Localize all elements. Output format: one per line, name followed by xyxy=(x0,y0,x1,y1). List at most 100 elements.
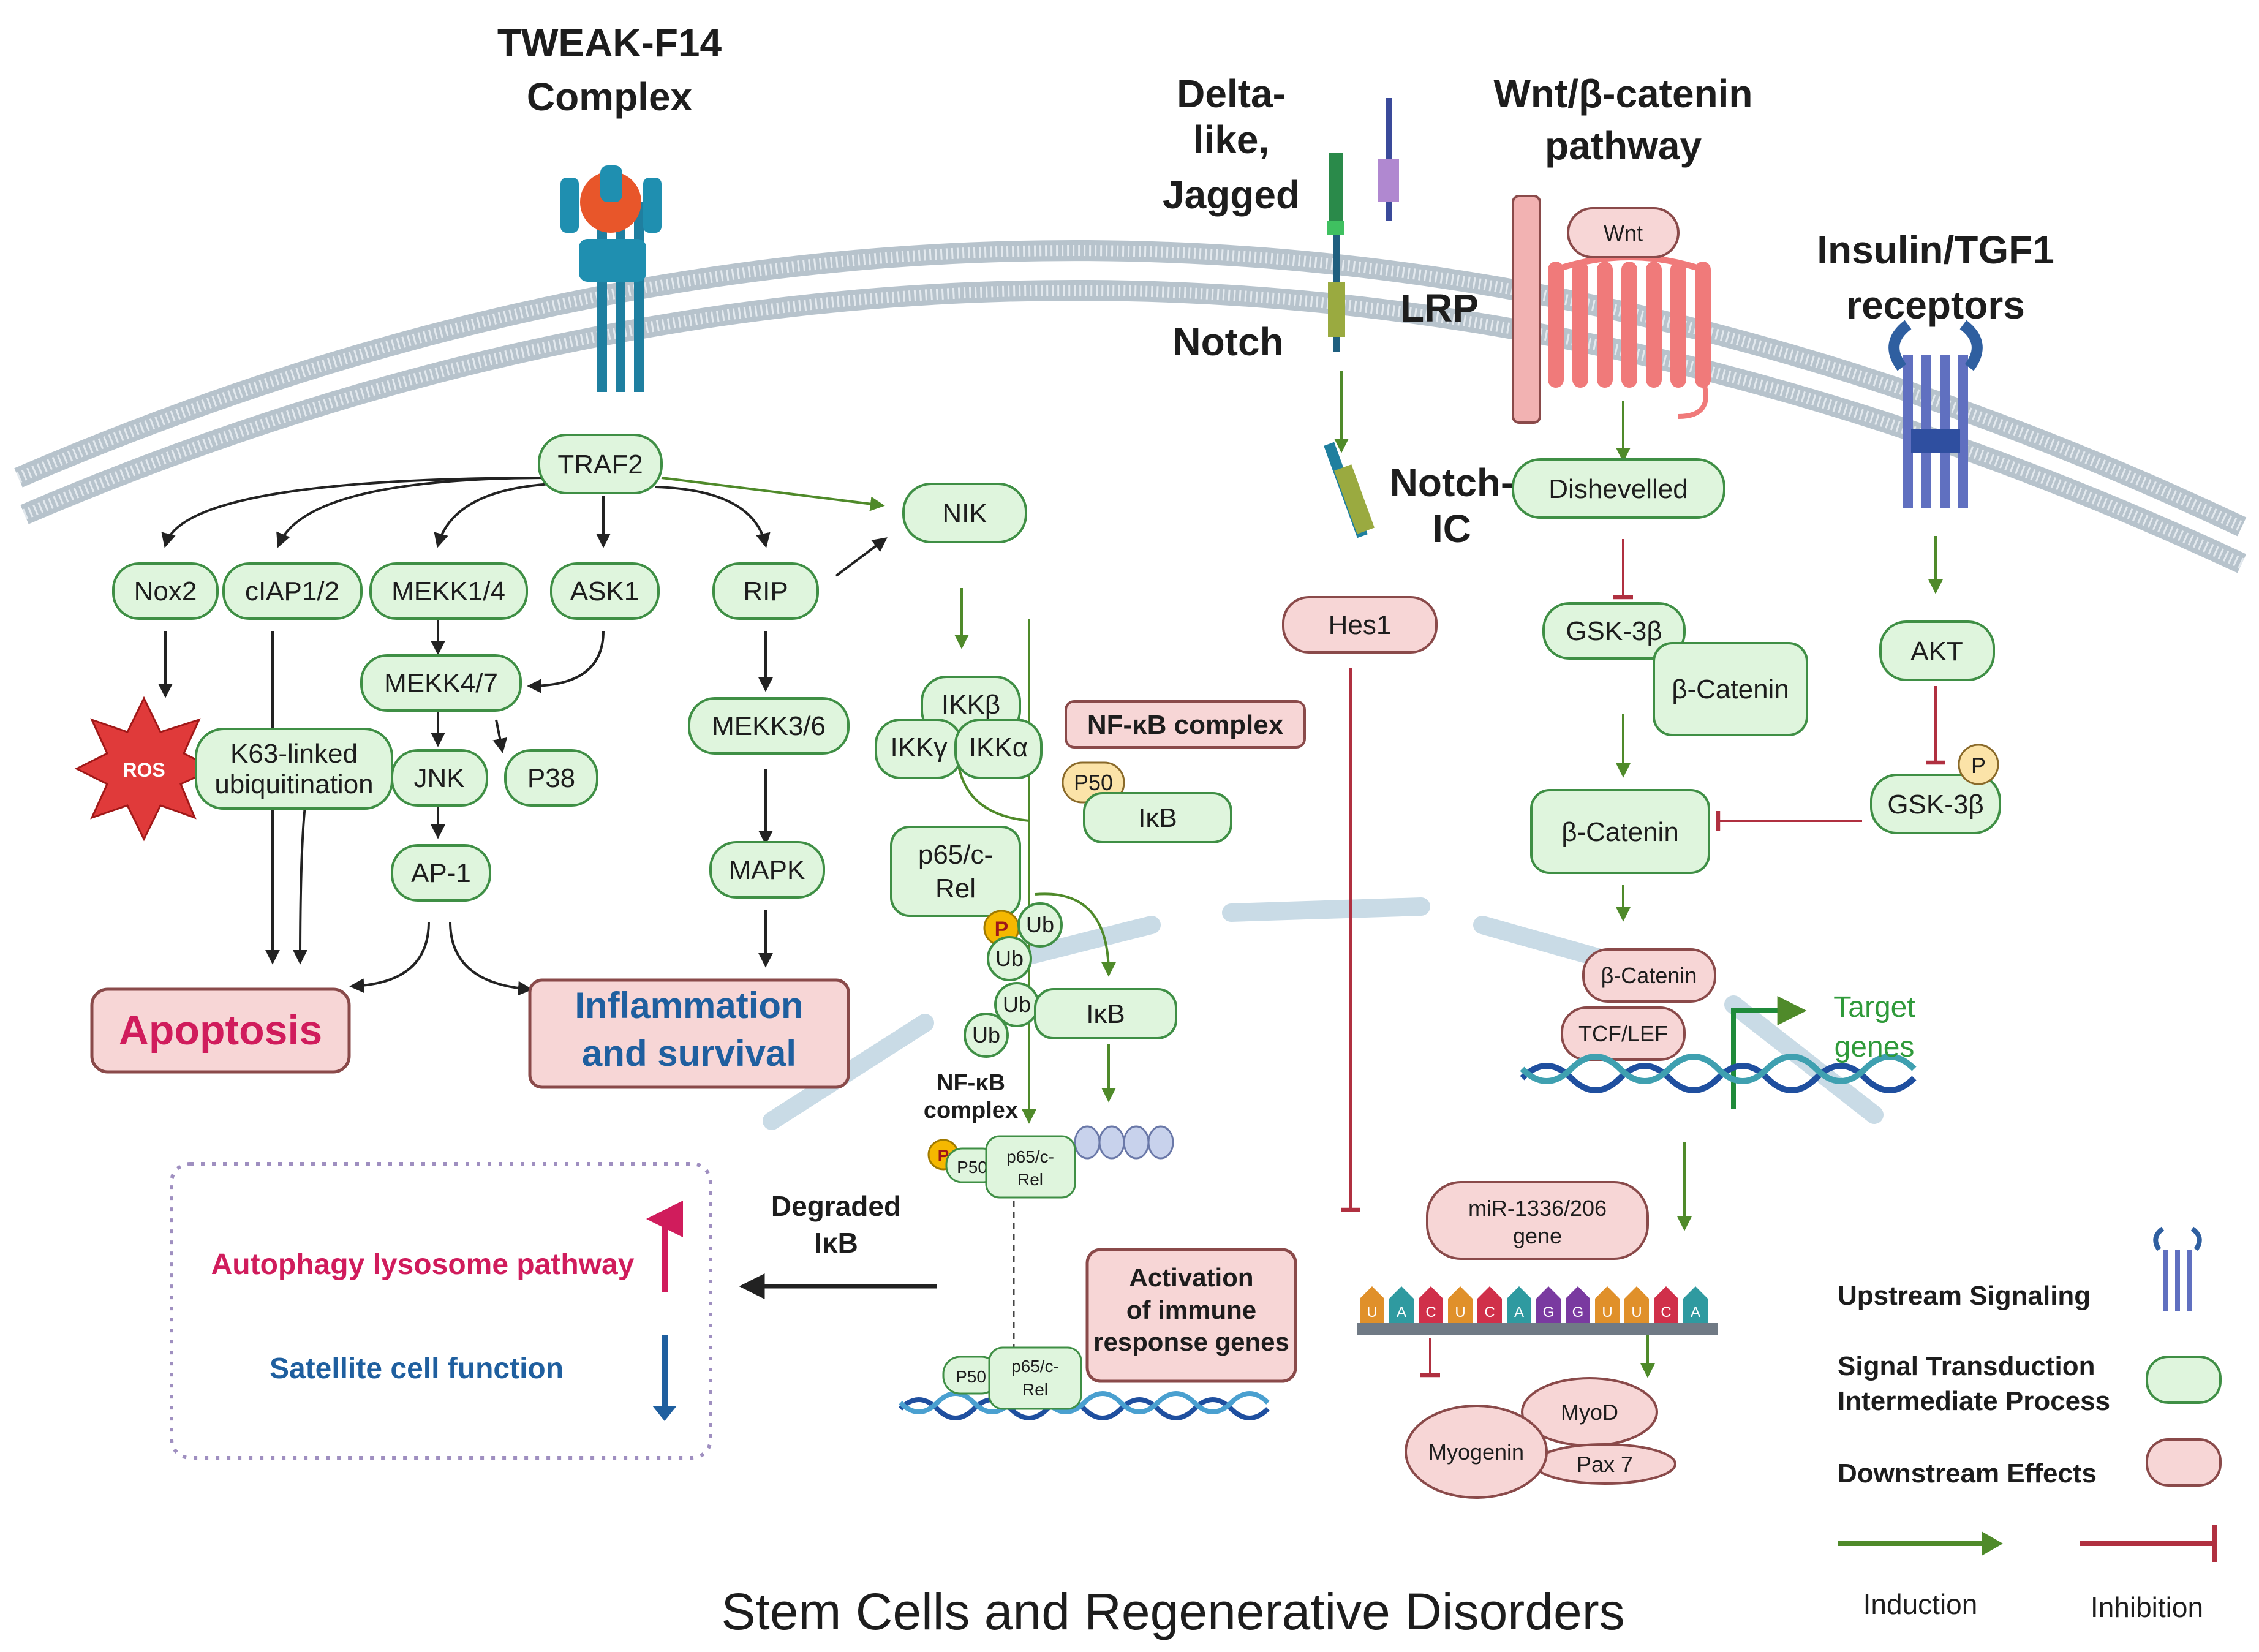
beta-catenin-node-1: β-Catenin xyxy=(1653,642,1808,736)
wnt-receptor-icon xyxy=(1512,195,1711,424)
target-genes-label-2: genes xyxy=(1835,1031,1915,1063)
svg-text:P50: P50 xyxy=(956,1367,986,1386)
ikb-node-2: IκB xyxy=(1034,988,1177,1039)
ask1-node: ASK1 xyxy=(550,562,660,620)
legend: Upstream Signaling Signal Transduction I… xyxy=(1838,1226,2222,1623)
svg-text:MAPK: MAPK xyxy=(729,855,805,885)
svg-text:Activation: Activation xyxy=(1129,1263,1253,1292)
tweak-receptor-icon xyxy=(560,165,662,392)
svg-text:MEKK4/7: MEKK4/7 xyxy=(384,668,498,698)
nucleotide-C xyxy=(1654,1286,1678,1323)
wnt-heading-1: Wnt/β-catenin xyxy=(1493,72,1752,116)
nucleotide-label: U xyxy=(1367,1304,1377,1321)
ros-star-icon: ROS xyxy=(74,696,217,842)
svg-text:GSK-3β: GSK-3β xyxy=(1887,790,1983,820)
notch-ic-label-2: IC xyxy=(1432,507,1471,551)
svg-text:IKKα: IKKα xyxy=(969,733,1028,763)
degraded-ikb-label-2: IκB xyxy=(814,1227,858,1259)
legend-green-swatch xyxy=(2146,1356,2222,1404)
legend-downstream: Downstream Effects xyxy=(1838,1458,2097,1488)
legend-upstream: Upstream Signaling xyxy=(1838,1281,2091,1311)
delta-heading-3: Jagged xyxy=(1163,173,1300,217)
proteasome-icon xyxy=(1074,1125,1174,1160)
jnk-node: JNK xyxy=(391,749,488,807)
wnt-heading-2: pathway xyxy=(1545,124,1702,168)
outcome-dashed-box: Autophagy lysosome pathway Satellite cel… xyxy=(170,1162,712,1460)
svg-text:GSK-3β: GSK-3β xyxy=(1566,616,1662,646)
akt-node: AKT xyxy=(1879,620,1995,681)
svg-text:IκB: IκB xyxy=(1138,803,1177,833)
nucleotide-label: G xyxy=(1543,1304,1555,1321)
svg-text:AP-1: AP-1 xyxy=(411,858,471,888)
svg-text:NF-κB complex: NF-κB complex xyxy=(1087,710,1284,740)
svg-text:IKKβ: IKKβ xyxy=(941,690,1000,720)
svg-text:ASK1: ASK1 xyxy=(570,576,639,606)
delta-heading-1: Delta- xyxy=(1177,72,1286,116)
gsk3b-node-1: GSK-3β xyxy=(1542,602,1686,660)
nucleotide-label: U xyxy=(1631,1304,1642,1321)
tcf-lef-node: TCF/LEF xyxy=(1561,1006,1686,1061)
svg-text:Apoptosis: Apoptosis xyxy=(119,1007,322,1054)
delta-heading-2: like, xyxy=(1193,118,1270,162)
gsk3b-node-2: GSK-3β xyxy=(1870,774,2001,834)
svg-text:IκB: IκB xyxy=(1086,999,1125,1029)
svg-text:IKKγ: IKKγ xyxy=(891,733,948,763)
mekk36-node: MEKK3/6 xyxy=(688,697,850,755)
nucleotide-label: C xyxy=(1484,1304,1495,1321)
nucleotide-label: C xyxy=(1425,1304,1436,1321)
tweak-heading-2: Complex xyxy=(527,75,693,119)
svg-text:MyoD: MyoD xyxy=(1561,1400,1618,1425)
nucleotide-U xyxy=(1595,1286,1620,1323)
ciap-node: cIAP1/2 xyxy=(222,562,363,620)
target-genes-label-1: Target xyxy=(1833,991,1915,1024)
svg-text:p65/c-: p65/c- xyxy=(1011,1357,1059,1376)
svg-text:gene: gene xyxy=(1513,1223,1562,1248)
nucleotide-label: A xyxy=(1691,1304,1700,1321)
svg-text:NIK: NIK xyxy=(942,499,987,529)
nucleotide-A xyxy=(1389,1286,1414,1323)
svg-text:ROS: ROS xyxy=(123,759,165,781)
p65-node: p65/c- Rel xyxy=(890,826,1021,917)
svg-text:cIAP1/2: cIAP1/2 xyxy=(245,576,339,606)
dishevelled-node: Dishevelled xyxy=(1512,458,1725,519)
nucleotide-G xyxy=(1536,1286,1561,1323)
cell-membrane xyxy=(14,240,2247,573)
ap1-node: AP-1 xyxy=(391,844,491,902)
svg-text:β-Catenin: β-Catenin xyxy=(1672,674,1789,704)
svg-text:P38: P38 xyxy=(527,763,575,793)
traf2-arrows xyxy=(158,477,888,996)
notch-ic-label-1: Notch- xyxy=(1390,461,1514,505)
legend-induction: Induction xyxy=(1863,1588,1978,1620)
beta-catenin-node-2: β-Catenin xyxy=(1530,789,1710,874)
hes1-node: Hes1 xyxy=(1282,596,1438,654)
rip-node: RIP xyxy=(712,562,819,620)
svg-text:ubiquitination: ubiquitination xyxy=(214,769,373,799)
nfkb-arrows xyxy=(739,588,1116,1354)
mekk47-node: MEKK4/7 xyxy=(360,654,522,712)
svg-text:JNK: JNK xyxy=(413,763,464,793)
dna-nfkb-icon xyxy=(899,1391,1270,1420)
svg-text:TRAF2: TRAF2 xyxy=(557,450,643,480)
notch-label: Notch xyxy=(1172,320,1283,364)
ikkg-node: IKKγ xyxy=(875,719,963,779)
degraded-ikb-label-1: Degraded xyxy=(771,1190,901,1222)
mapk-node: MAPK xyxy=(709,841,825,899)
apoptosis-box: Apoptosis xyxy=(90,987,351,1074)
nox2-node: Nox2 xyxy=(112,562,219,620)
svg-text:P: P xyxy=(1971,753,1986,778)
svg-text:β-Catenin: β-Catenin xyxy=(1601,963,1697,988)
ikb-node-1: IκB xyxy=(1083,792,1232,843)
svg-text:AKT: AKT xyxy=(1910,636,1963,666)
svg-text:Ub: Ub xyxy=(972,1022,1000,1047)
svg-text:MEKK3/6: MEKK3/6 xyxy=(712,711,826,741)
nucleotide-label: U xyxy=(1455,1304,1465,1321)
svg-text:Nox2: Nox2 xyxy=(134,576,197,606)
autophagy-label: Autophagy lysosome pathway xyxy=(211,1248,635,1281)
svg-text:K63-linked: K63-linked xyxy=(230,739,358,769)
phospho-badge: P xyxy=(1958,744,1999,785)
svg-text:P50: P50 xyxy=(1074,770,1113,795)
legend-receptor-icon xyxy=(2153,1226,2202,1311)
svg-text:P: P xyxy=(995,918,1009,941)
nucleotide-U xyxy=(1360,1286,1384,1323)
nucleotide-G xyxy=(1566,1286,1590,1323)
